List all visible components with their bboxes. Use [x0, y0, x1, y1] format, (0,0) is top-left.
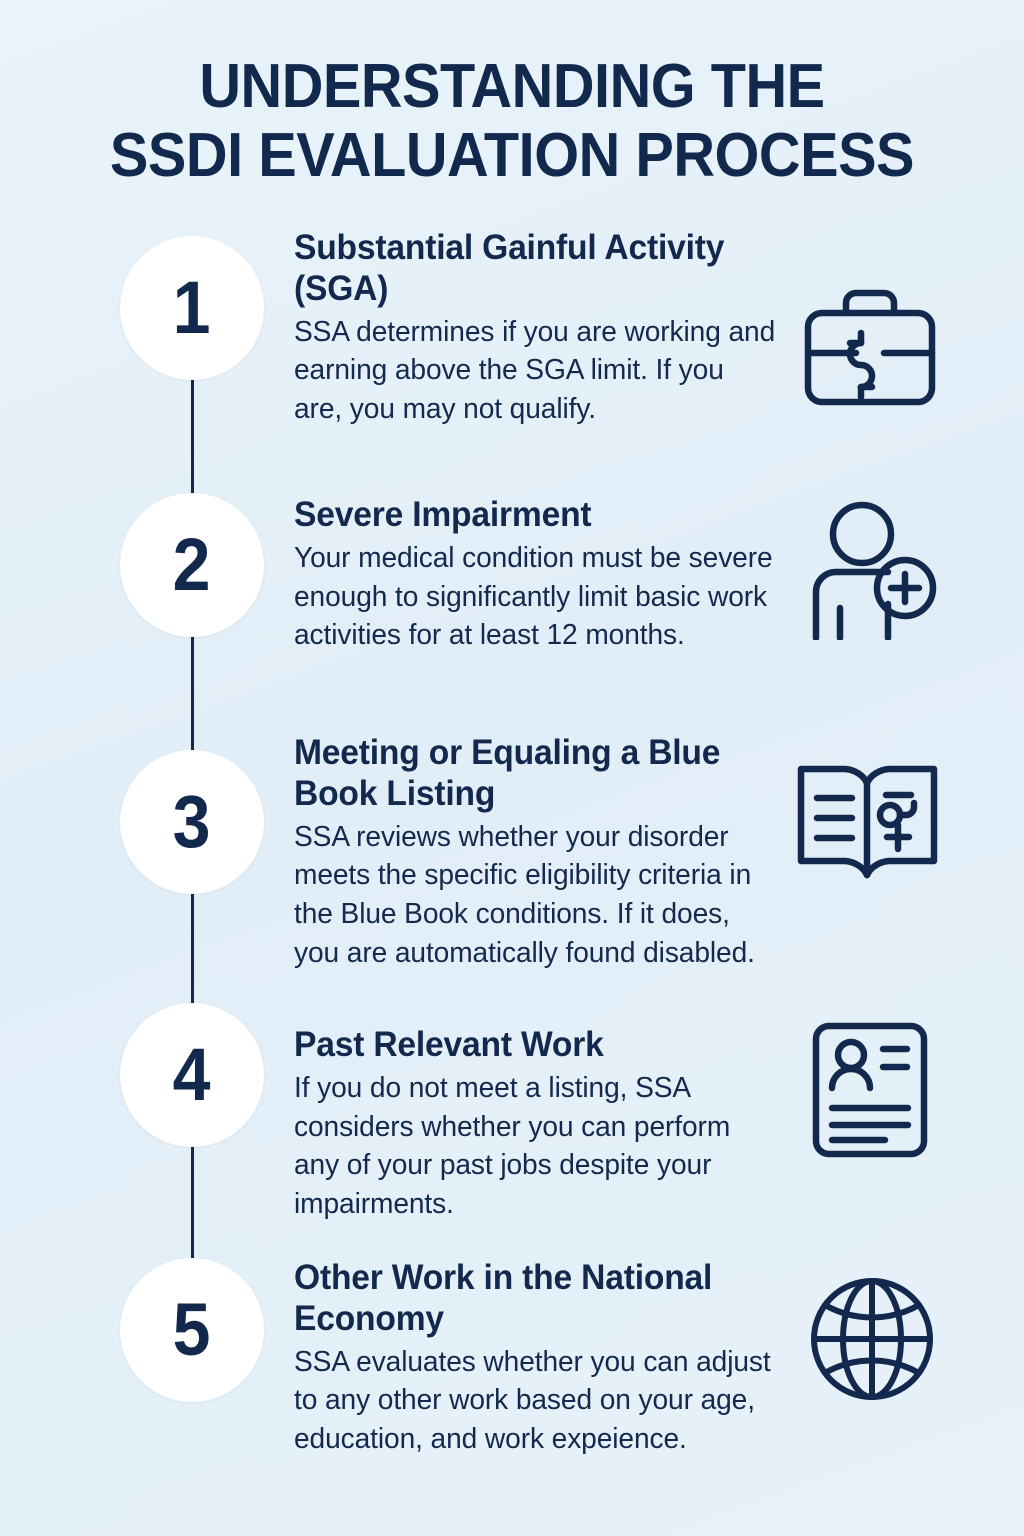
briefcase-dollar-icon [800, 285, 940, 410]
person-medical-plus-icon [810, 500, 940, 640]
step-number-1: 1 [173, 266, 211, 349]
step-number-badge-1: 1 [120, 236, 264, 380]
step-heading-3: Meeting or Equaling a Blue Book Listing [294, 733, 721, 813]
timeline-connector-1-2 [191, 378, 194, 494]
step-body-3: Meeting or Equaling a Blue Book Listing … [294, 733, 794, 972]
step-body-5: Other Work in the National Economy SSA e… [294, 1258, 794, 1459]
step-number-badge-5: 5 [120, 1258, 264, 1402]
page-title: UNDERSTANDING THE SSDI EVALUATION PROCES… [36, 52, 988, 191]
step-description-1: SSA determines if you are working and ea… [294, 315, 776, 425]
step-number-2: 2 [173, 523, 211, 606]
step-number-badge-4: 4 [120, 1003, 264, 1147]
step-number-4: 4 [173, 1033, 211, 1116]
globe-icon [808, 1275, 936, 1403]
step-body-1: Substantial Gainful Activity (SGA) SSA d… [294, 228, 794, 429]
step-number-5: 5 [173, 1288, 211, 1371]
open-book-medical-icon [795, 757, 940, 882]
step-description-5: SSA evaluates whether you can adjust to … [294, 1345, 771, 1455]
step-number-3: 3 [173, 780, 211, 863]
step-heading-5: Other Work in the National Economy [294, 1258, 713, 1338]
timeline-connector-3-4 [191, 892, 194, 1004]
step-number-badge-3: 3 [120, 750, 264, 894]
step-body-2: Severe Impairment Your medical condition… [294, 495, 794, 655]
step-description-2: Your medical condition must be severe en… [294, 541, 773, 652]
step-heading-4: Past Relevant Work [294, 1025, 604, 1064]
page-title-line-2: SSDI EVALUATION PROCESS [109, 121, 915, 191]
timeline-connector-2-3 [191, 635, 194, 753]
step-heading-1: Substantial Gainful Activity (SGA) [294, 228, 725, 308]
resume-document-icon [810, 1020, 930, 1160]
step-body-4: Past Relevant Work If you do not meet a … [294, 1025, 794, 1223]
step-number-badge-2: 2 [120, 493, 264, 637]
step-description-3: SSA reviews whether your disorder meets … [294, 820, 755, 969]
step-description-4: If you do not meet a listing, SSA consid… [294, 1071, 731, 1220]
timeline-connector-4-5 [191, 1145, 194, 1261]
page-title-line-1: UNDERSTANDING THE [199, 52, 825, 121]
step-heading-2: Severe Impairment [294, 495, 592, 534]
